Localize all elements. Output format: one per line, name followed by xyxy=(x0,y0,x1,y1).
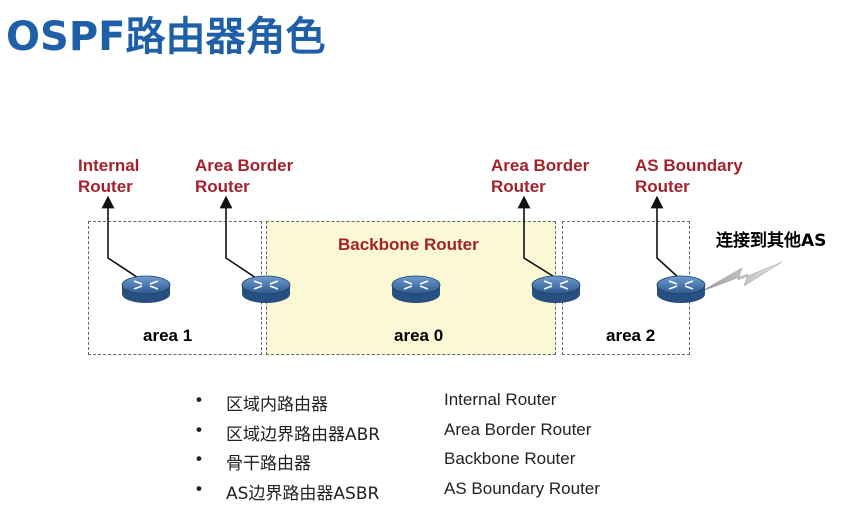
abr-right-label-line2: Router xyxy=(491,177,546,196)
lightning-icon xyxy=(699,261,783,293)
arrow-icon xyxy=(101,195,144,282)
bullet: • xyxy=(196,419,202,439)
legend-zh: 骨干路由器 xyxy=(226,454,311,474)
connect-other-as-label: 连接到其他AS xyxy=(716,231,827,251)
bullet: • xyxy=(196,390,202,409)
legend-zh: 区域边界路由器ABR xyxy=(226,424,381,445)
area-2-label: area 2 xyxy=(606,326,656,345)
router-icon xyxy=(531,275,581,303)
internal-router-label-line1: Internal xyxy=(78,156,140,175)
legend-en: Area Border Router xyxy=(444,419,592,439)
abr-right-label: Area Border Router xyxy=(491,155,589,197)
asbr-label-line1: AS Boundary xyxy=(635,156,743,175)
backbone-router-label: Backbone Router xyxy=(338,235,479,254)
abr-right-label-line1: Area Border xyxy=(491,156,590,175)
legend-en: Backbone Router xyxy=(444,449,576,468)
legend-en: Internal Router xyxy=(444,390,557,409)
bullet: • xyxy=(196,478,202,498)
router-icon xyxy=(241,275,291,303)
internal-router-label: Internal Router xyxy=(78,155,139,197)
abr-left-label-line1: Area Border xyxy=(195,156,294,175)
abr-left-label: Area Border Router xyxy=(195,155,293,197)
router-icon xyxy=(121,275,171,303)
legend-zh: AS边界路由器ASBR xyxy=(226,483,380,504)
legend-zh: 区域内路由器 xyxy=(226,395,328,415)
router-icon xyxy=(656,275,706,303)
arrow-icon xyxy=(517,195,557,279)
abr-left-label-line2: Router xyxy=(195,177,250,196)
arrow-icon xyxy=(219,195,257,279)
page-title: OSPF路由器角色 xyxy=(6,14,326,60)
area-1-label: area 1 xyxy=(143,326,193,345)
legend-en: AS Boundary Router xyxy=(444,478,600,498)
arrow-icon xyxy=(650,195,680,279)
area-0-label: area 0 xyxy=(394,326,444,345)
asbr-label: AS Boundary Router xyxy=(635,155,743,197)
bullet: • xyxy=(196,449,202,468)
asbr-label-line2: Router xyxy=(635,177,690,196)
internal-router-label-line2: Router xyxy=(78,177,133,196)
router-icon xyxy=(391,275,441,303)
